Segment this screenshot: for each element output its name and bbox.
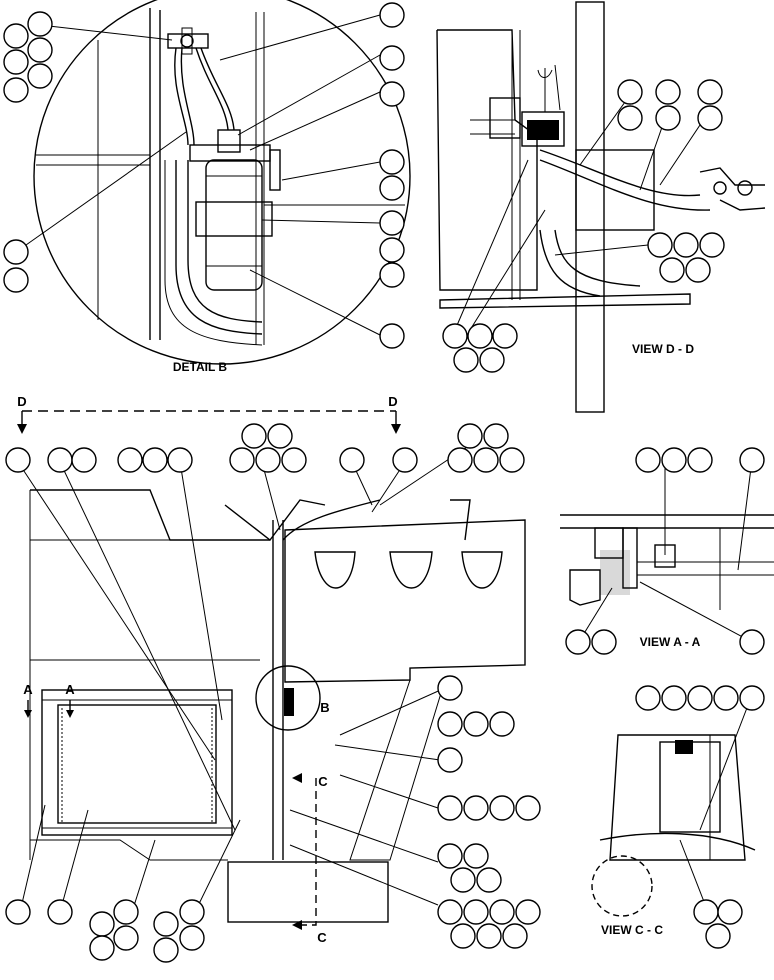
detail-b-label: DETAIL B bbox=[173, 360, 228, 374]
view-a-a-label: VIEW A - A bbox=[640, 635, 701, 649]
section-marker-c-top: C bbox=[318, 774, 328, 789]
section-marker-c-bottom: C bbox=[317, 930, 327, 945]
main-assembly bbox=[24, 489, 526, 930]
detail-b bbox=[33, 0, 411, 365]
view-c-c bbox=[591, 734, 756, 917]
section-marker-a-left: A bbox=[23, 682, 33, 697]
section-marker-d-left: D bbox=[17, 394, 26, 409]
section-line-d bbox=[17, 410, 401, 434]
view-d-d bbox=[436, 1, 766, 413]
detail-marker-b: B bbox=[320, 700, 329, 715]
view-a-a bbox=[560, 514, 774, 610]
view-c-c-label: VIEW C - C bbox=[601, 923, 663, 937]
callout-bubbles bbox=[3, 2, 765, 963]
section-marker-d-right: D bbox=[388, 394, 397, 409]
leader-lines bbox=[17, 14, 753, 913]
section-marker-a-right: A bbox=[65, 682, 75, 697]
view-d-d-label: VIEW D - D bbox=[632, 342, 694, 356]
